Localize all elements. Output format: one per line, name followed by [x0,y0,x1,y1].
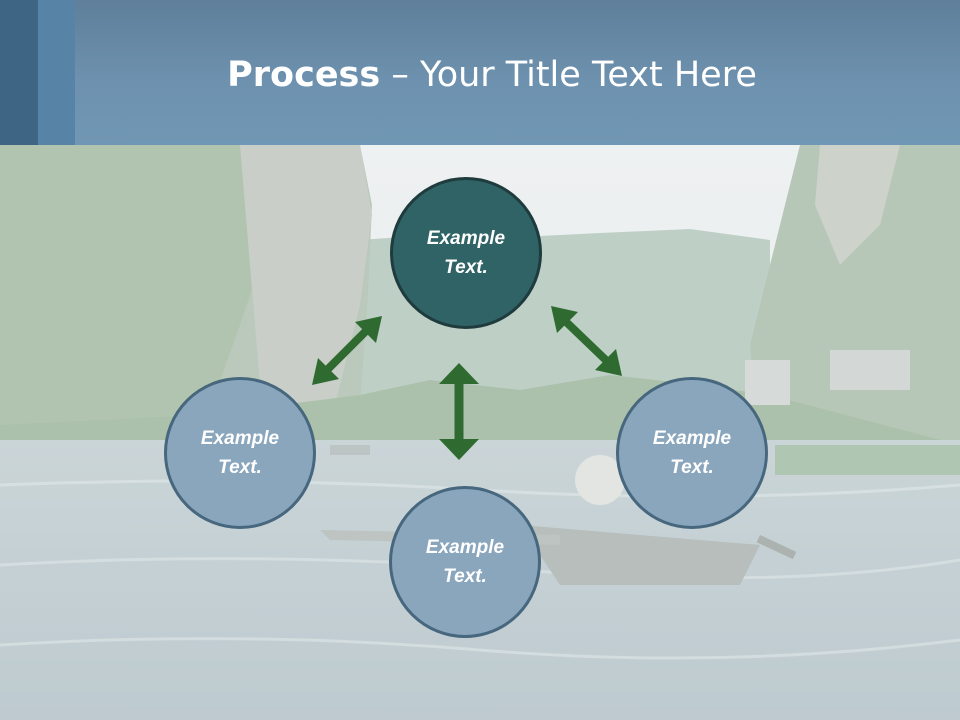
slide-title: Process – Your Title Text Here [0,52,960,98]
accent-strip [38,0,75,145]
title-text: – Your Title Text Here [380,55,757,95]
title-bold: Process [227,55,381,95]
node-label: Example Text. [426,228,506,278]
process-node-right[interactable]: Example Text. [616,377,768,529]
double-arrow-icon [439,363,479,460]
node-label: Example Text. [652,428,732,478]
double-arrow-icon [551,306,622,376]
process-node-bottom[interactable]: Example Text. [389,486,541,638]
node-label: Example Text. [200,428,280,478]
accent-strip [0,0,38,145]
double-arrow-icon [312,316,382,385]
node-label: Example Text. [425,537,505,587]
process-node-top[interactable]: Example Text. [390,177,542,329]
title-bar: Process – Your Title Text Here [0,0,960,145]
process-node-left[interactable]: Example Text. [164,377,316,529]
